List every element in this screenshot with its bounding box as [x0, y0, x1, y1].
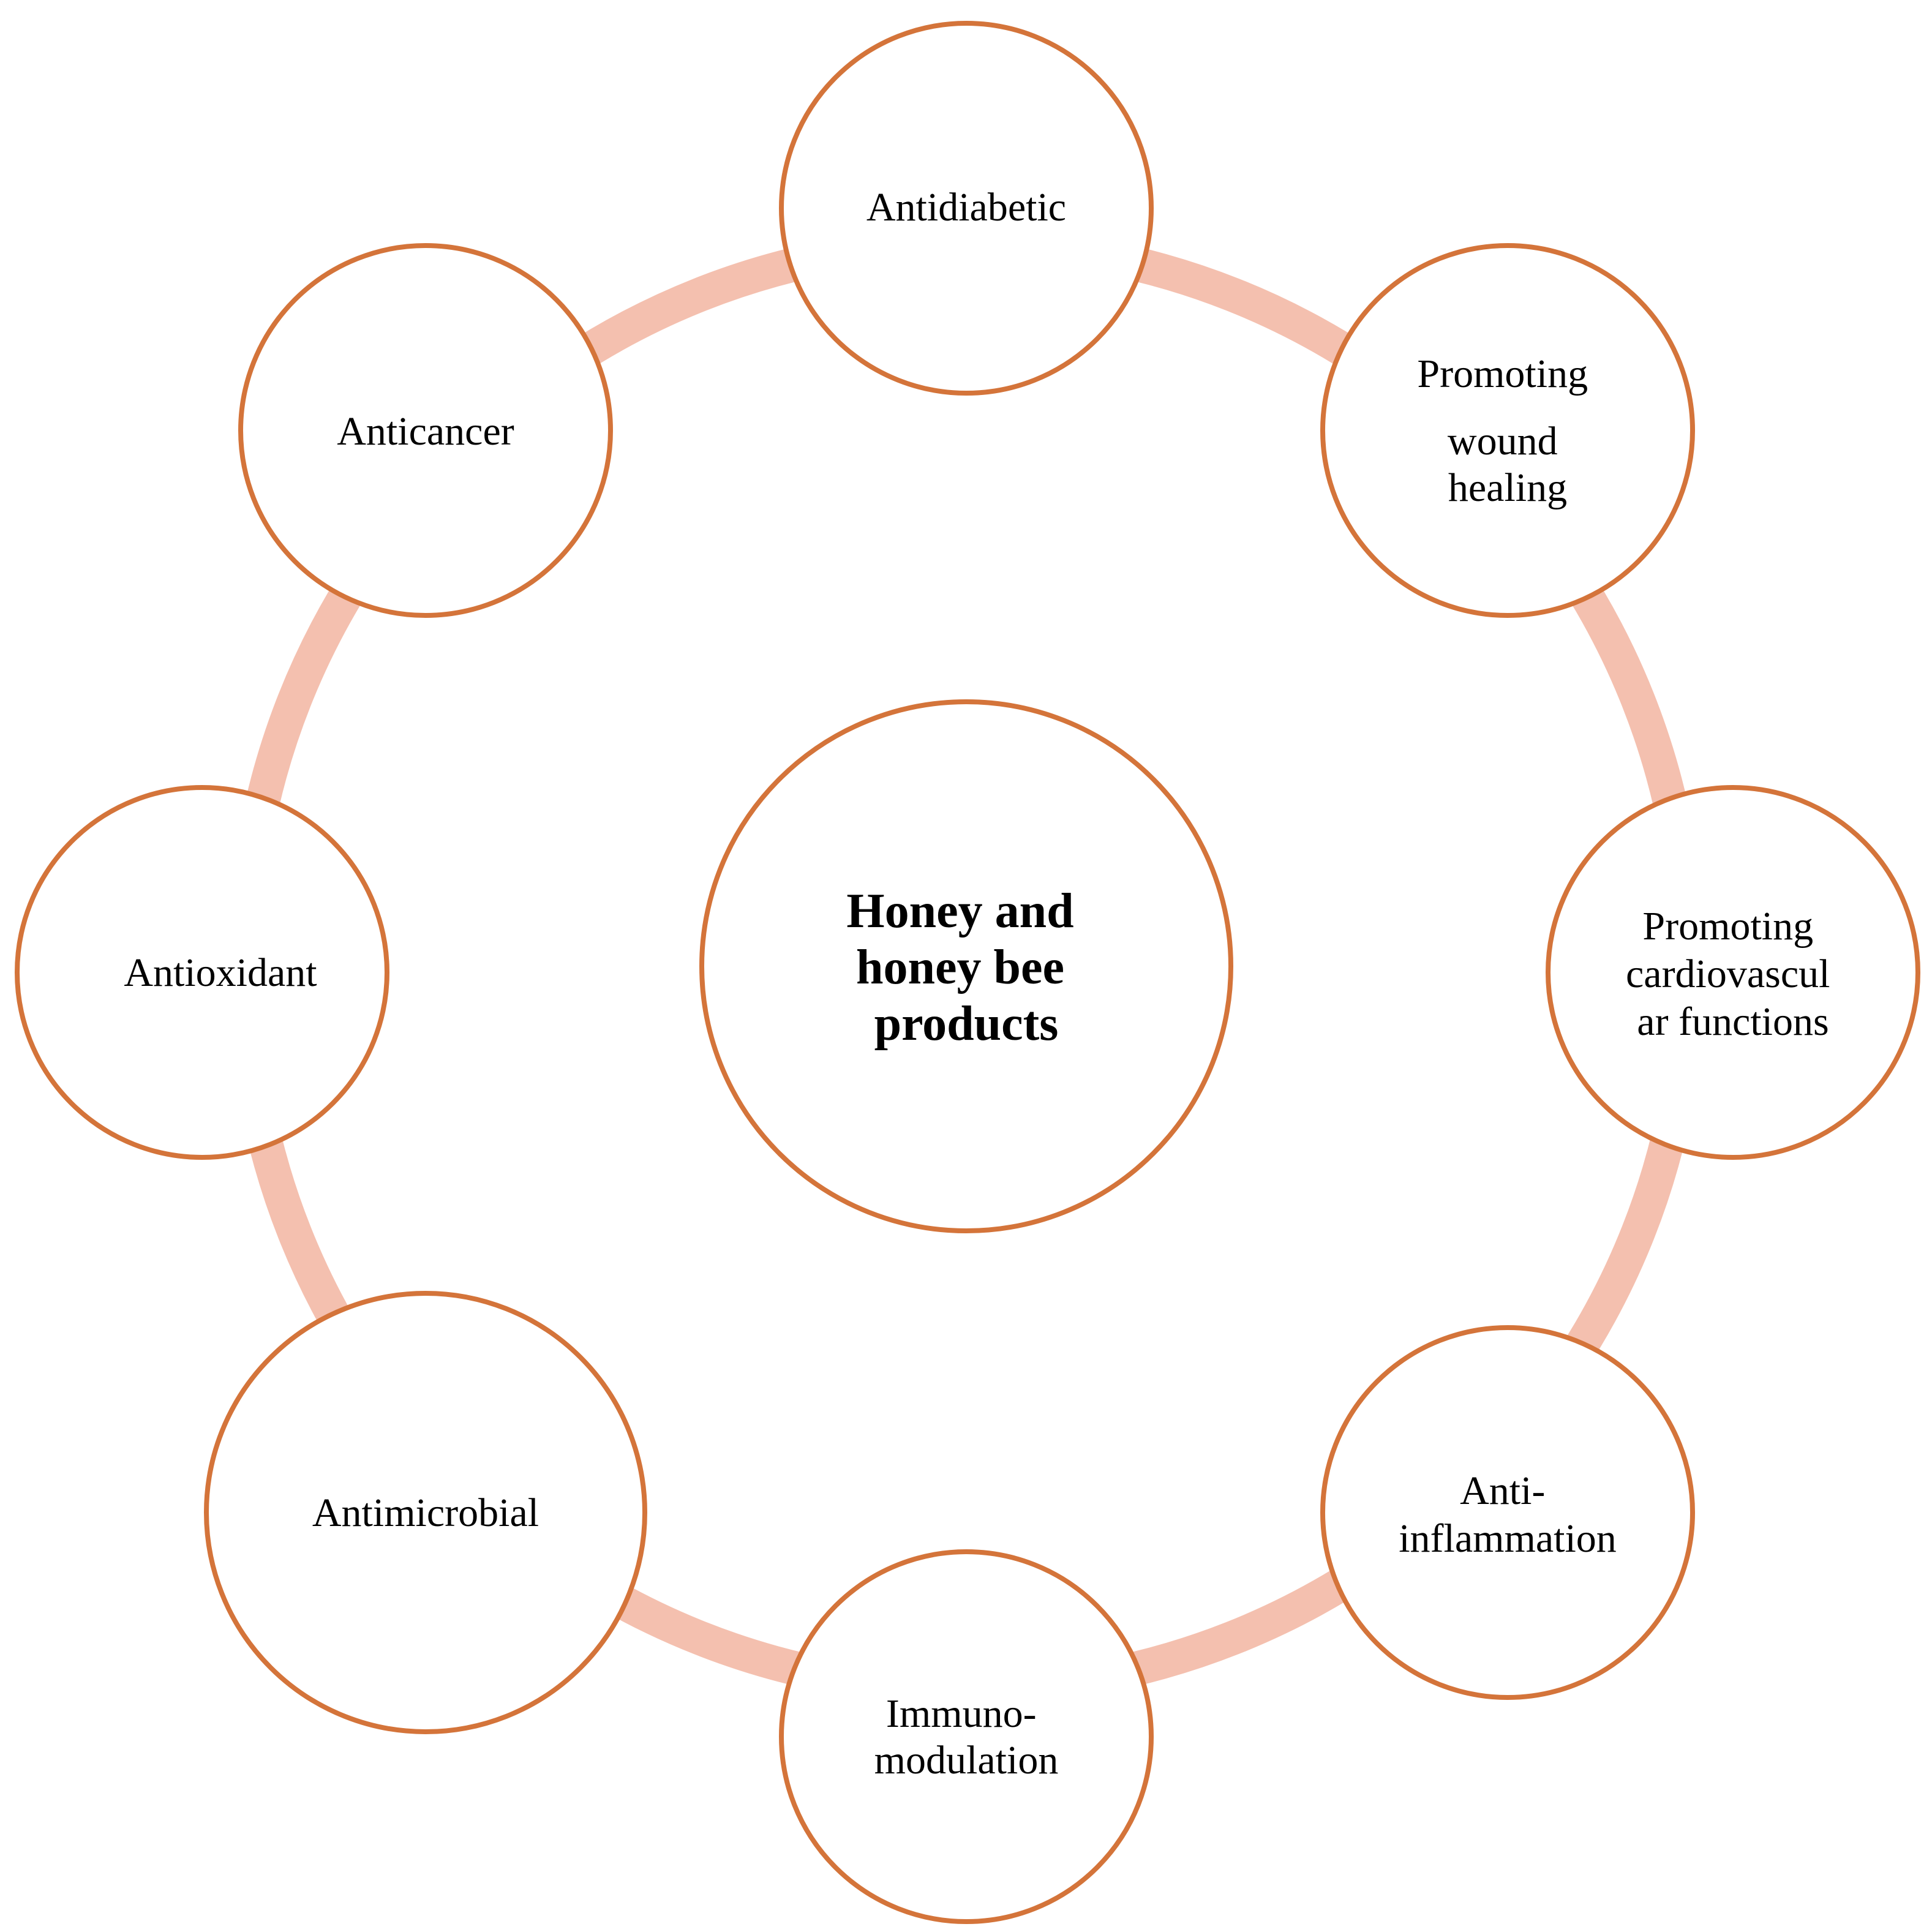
node-antimicrobial: Antimicrobial [204, 1291, 647, 1734]
node-label-line: Anticancer [337, 409, 514, 454]
node-circle [204, 1291, 647, 1734]
center-label-line: honey bee [856, 941, 1064, 994]
node-label: Anticancer [337, 409, 514, 454]
node-circle [1320, 1325, 1695, 1700]
node-label-line: cardiovascul [1626, 952, 1830, 996]
node-label-line: Promoting [1642, 904, 1813, 949]
node-label-line: inflammation [1399, 1516, 1617, 1561]
node-antioxidant: Antioxidant [15, 785, 389, 1160]
node-label-line: Immuno- [886, 1691, 1037, 1736]
node-label-line: Antioxidant [124, 950, 317, 995]
node-label-line: Antidiabetic [866, 185, 1066, 230]
node-immunomodulation: Immuno- modulation [779, 1549, 1154, 1924]
node-circle [15, 785, 389, 1160]
center-node-label: Honey and honey bee products [846, 884, 1086, 1051]
center-label-line: Honey and [846, 884, 1073, 938]
center-node: Honey and honey bee products [699, 699, 1233, 1233]
node-label-line: Anti- [1460, 1468, 1545, 1513]
node-label: Antidiabetic [866, 185, 1066, 230]
node-anti-inflammation: Anti- inflammation [1320, 1325, 1695, 1700]
node-promoting-wound-healing: Promoting wound healing [1320, 243, 1695, 618]
center-node-circle [699, 699, 1233, 1233]
node-label: Promoting cardiovascul ar functions [1626, 904, 1840, 1044]
center-label-line: products [874, 997, 1059, 1051]
node-circle [1546, 785, 1920, 1160]
node-label-line: healing [1448, 465, 1567, 510]
node-label-line: Antimicrobial [312, 1490, 539, 1535]
node-circle [779, 1549, 1154, 1924]
node-promoting-cardiovascular-functions: Promoting cardiovascul ar functions [1546, 785, 1920, 1160]
node-label-line: ar functions [1637, 999, 1829, 1044]
node-label-line: Promoting [1417, 351, 1588, 396]
node-label: Promoting wound healing [1417, 351, 1598, 510]
node-circle [1320, 243, 1695, 618]
node-label-line: modulation [874, 1738, 1059, 1783]
node-circle [238, 243, 613, 618]
node-label: Antioxidant [124, 950, 317, 995]
node-label: Antimicrobial [312, 1490, 539, 1535]
node-antidiabetic: Antidiabetic [779, 21, 1154, 396]
node-label: Anti- inflammation [1399, 1468, 1617, 1561]
node-label: Immuno- modulation [874, 1691, 1059, 1783]
node-label-line: wound [1448, 419, 1558, 464]
node-circle [779, 21, 1154, 396]
node-anticancer: Anticancer [238, 243, 613, 618]
